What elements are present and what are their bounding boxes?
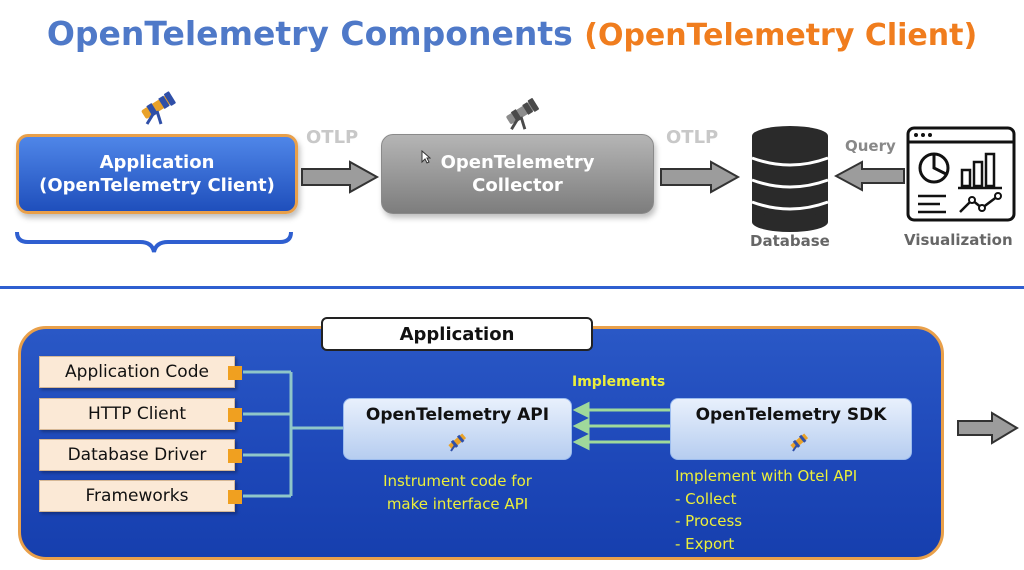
connector-port	[228, 366, 242, 380]
collector-box: OpenTelemetry Collector	[381, 134, 654, 214]
cursor-icon	[421, 150, 431, 164]
otel-api-box: OpenTelemetry API	[343, 398, 572, 460]
section-divider	[0, 286, 1024, 289]
curly-brace-icon	[15, 231, 293, 253]
visualization-label: Visualization	[904, 231, 1013, 249]
sdk-desc-line: - Process	[675, 512, 743, 530]
otlp-label-left: OTLP	[306, 127, 359, 148]
api-description: Instrument code for make interface API	[343, 470, 572, 516]
collector-line2: Collector	[472, 175, 563, 196]
title-main: OpenTelemetry Components	[46, 14, 573, 53]
otel-sdk-box: OpenTelemetry SDK	[670, 398, 912, 460]
right-arrow-icon	[660, 160, 741, 194]
database-label: Database	[750, 232, 830, 250]
pen-icon	[448, 433, 467, 452]
connector-port	[228, 449, 242, 463]
otel-api-title: OpenTelemetry API	[365, 405, 550, 425]
implements-label: Implements	[572, 374, 666, 390]
component-label: Application Code	[65, 362, 209, 382]
left-arrow-icon	[834, 160, 905, 192]
query-label: Query	[845, 137, 896, 155]
application-line2: (OpenTelemetry Client)	[39, 175, 275, 196]
component-application-code: Application Code	[39, 356, 242, 388]
dashboard-icon	[906, 126, 1016, 222]
connector-port	[228, 490, 242, 504]
component-frameworks: Frameworks	[39, 480, 242, 512]
sdk-desc-line: Implement with Otel API	[675, 467, 858, 485]
sdk-desc-line: - Export	[675, 534, 735, 553]
component-http-client: HTTP Client	[39, 398, 242, 430]
connector-port	[228, 408, 242, 422]
telescope-icon	[506, 98, 539, 130]
component-database-driver: Database Driver	[39, 439, 242, 471]
component-label: HTTP Client	[87, 404, 187, 424]
title-sub: (OpenTelemetry Client)	[584, 18, 978, 53]
database-icon	[751, 126, 829, 232]
component-label: Database Driver	[67, 445, 207, 465]
api-desc-line2: make interface API	[386, 495, 529, 513]
sdk-description: Implement with Otel API - Collect - Proc…	[675, 465, 857, 555]
api-desc-line1: Instrument code for	[383, 472, 532, 490]
sdk-desc-line: - Collect	[675, 489, 737, 508]
right-arrow-icon	[301, 160, 380, 194]
page-title: OpenTelemetry Components (OpenTelemetry …	[0, 14, 1024, 53]
application-line1: Application	[99, 152, 215, 173]
component-label: Frameworks	[85, 486, 189, 506]
otlp-label-right: OTLP	[666, 127, 719, 148]
application-panel-title: Application	[321, 317, 593, 351]
telescope-icon	[141, 91, 176, 125]
otel-sdk-title: OpenTelemetry SDK	[695, 405, 887, 425]
right-arrow-icon	[957, 411, 1019, 445]
collector-line1: OpenTelemetry	[440, 152, 595, 173]
application-client-box: Application (OpenTelemetry Client)	[16, 134, 298, 214]
pen-icon	[790, 433, 809, 452]
